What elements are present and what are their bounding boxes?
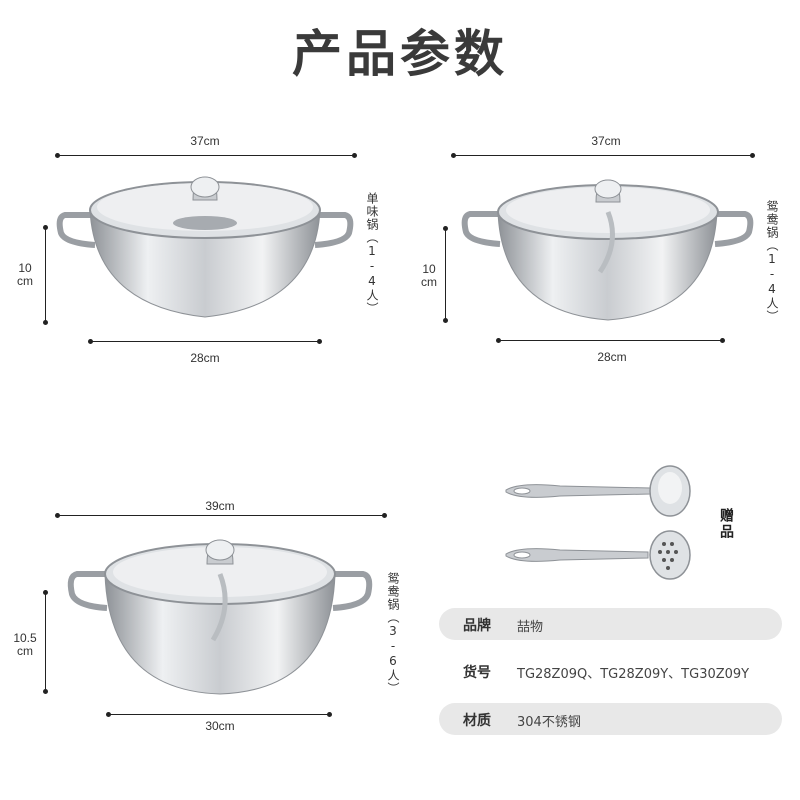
spec-row-model: 货号 TG28Z09Q、TG28Z09Y、TG30Z09Y (439, 655, 782, 687)
pot3-height-line (43, 590, 48, 694)
spec-value: TG28Z09Q、TG28Z09Y、TG30Z09Y (517, 667, 750, 682)
spec-key: 货号 (463, 665, 491, 681)
spec-row-material: 材质 304不锈钢 (439, 703, 782, 735)
pot1-name: 单味锅（1-4人） (365, 192, 379, 315)
spec-key: 材质 (463, 713, 491, 729)
pot1-base-line (88, 339, 322, 344)
pot1-height-unit: cm (17, 274, 33, 288)
skimmer-ladle-image (505, 530, 691, 580)
pot3-name: 鸳鸯锅（3-6人） (386, 572, 400, 695)
spec-row-brand: 品牌 喆物 (439, 608, 782, 640)
pot2-name: 鸳鸯锅（1-4人） (765, 200, 779, 323)
pot1-base-label: 28cm (190, 351, 220, 365)
pot3-base-line (106, 712, 332, 717)
pot1-height-value: 10 (18, 261, 32, 275)
pot2-height-line (443, 226, 448, 323)
spec-value: 304不锈钢 (517, 715, 581, 730)
large-yin-yang-pot-image (67, 539, 373, 695)
pot3-height-label: 10.5 cm (8, 632, 42, 658)
pot3-height-value: 10.5 (13, 631, 37, 645)
spec-key: 品牌 (463, 618, 491, 634)
pot2-height-value: 10 (422, 262, 436, 276)
yin-yang-pot-image (461, 179, 754, 321)
pot3-height-unit: cm (17, 644, 33, 658)
pot2-base-line (496, 338, 725, 343)
single-flavor-pot-image (56, 176, 354, 318)
pot3-base-label: 30cm (205, 719, 235, 733)
pot1-width-line (55, 153, 357, 158)
pot2-width-label: 37cm (591, 134, 621, 148)
soup-ladle-image (505, 465, 691, 517)
pot2-height-unit: cm (421, 275, 437, 289)
pot1-height-label: 10 cm (10, 262, 40, 288)
pot2-height-label: 10 cm (414, 263, 444, 289)
pot2-base-label: 28cm (597, 350, 627, 364)
pot3-width-line (55, 513, 387, 518)
gift-label: 赠品 (718, 508, 734, 540)
pot1-height-line (43, 225, 48, 325)
page-title: 产品参数 (292, 25, 508, 83)
pot2-width-line (451, 153, 755, 158)
pot1-width-label: 37cm (190, 134, 220, 148)
pot3-width-label: 39cm (205, 499, 235, 513)
spec-value: 喆物 (517, 620, 544, 635)
